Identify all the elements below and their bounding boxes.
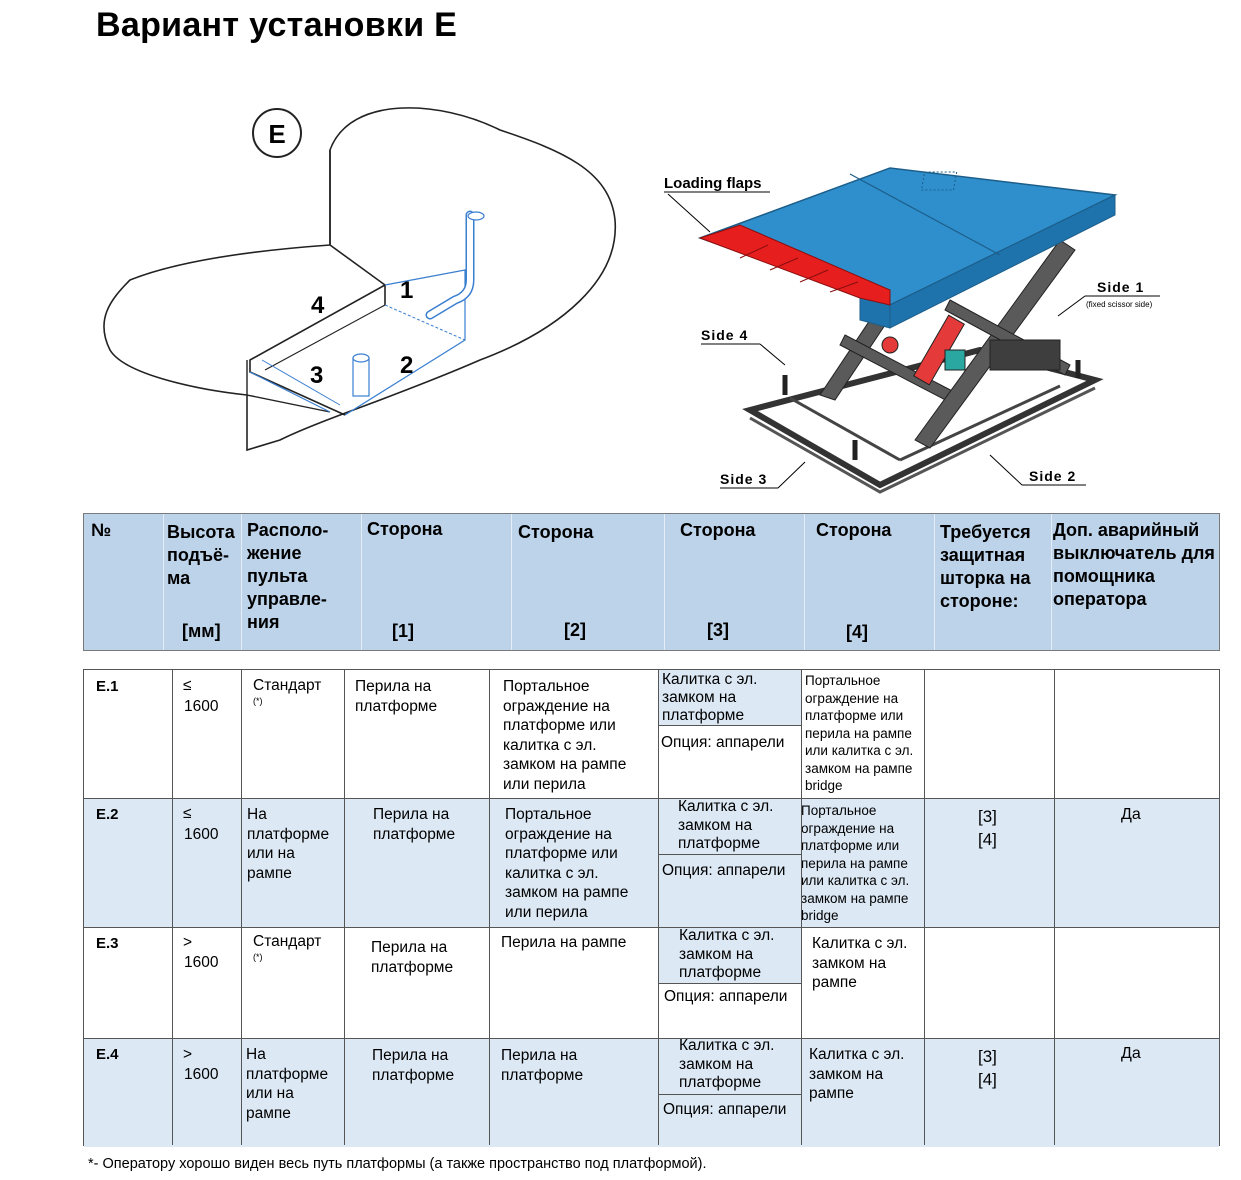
header-height: Высота подъё-ма (167, 522, 235, 588)
row-side1: Перила на платформе (372, 1047, 455, 1084)
row-side3-top: Калитка с эл. замком на платформе (678, 798, 774, 852)
row-side4: Портальное ограждение на платформе или п… (805, 673, 914, 793)
row-shutter-b: [4] (978, 830, 997, 849)
variants-table: E.1 ≤ 1600 Стандарт(*) Перила на платфор… (83, 669, 1220, 1147)
row-height-cmp: ≤ (183, 805, 192, 822)
row-position: На платформе или на рампе (246, 1046, 329, 1122)
row-height-cmp: > (183, 934, 193, 951)
variant-circle-label: E (268, 119, 285, 149)
row-height: 1600 (184, 1066, 219, 1083)
row-side2: Портальное ограждение на платформе или к… (505, 806, 629, 921)
row-side1: Перила на платформе (371, 939, 454, 976)
row-side2: Перила на рампе (501, 934, 627, 951)
variant-circle (252, 108, 302, 158)
page-title: Вариант установки E (96, 6, 458, 44)
header-height-unit: [мм] (182, 621, 221, 641)
row-height: 1600 (184, 698, 219, 715)
row-position: Стандарт(*) (253, 932, 321, 971)
header-side4-index: [4] (846, 622, 868, 642)
row-height-cmp: ≤ (183, 677, 192, 694)
label-loading-flaps: Loading flaps (664, 175, 762, 192)
label-side-2: Side 2 (1029, 468, 1076, 484)
side-number-2: 2 (400, 352, 413, 379)
row-id: E.2 (96, 806, 119, 823)
header-side3: Сторона (680, 520, 756, 540)
pit-outline (103, 107, 616, 452)
row-position: Стандарт(*) (253, 676, 321, 715)
side-number-4: 4 (311, 292, 325, 319)
row-position-mark: (*) (253, 695, 263, 706)
table-row: E.1 ≤ 1600 Стандарт(*) Перила на платфор… (84, 670, 1219, 799)
row-height: 1600 (184, 954, 219, 971)
row-id: E.4 (96, 1046, 119, 1063)
table-header: № Высота подъё-ма [мм] Располо-жение пул… (83, 513, 1220, 651)
header-side1: Сторона (367, 519, 443, 539)
row-side3-top: Калитка с эл. замком на платформе (662, 671, 758, 724)
row-id: E.1 (96, 678, 119, 695)
loading-flaps (698, 224, 891, 306)
row-position-mark: (*) (253, 951, 263, 962)
row-side2: Перила на платформе (501, 1047, 584, 1084)
row-estop: Да (1121, 1045, 1141, 1062)
row-position-text: Стандарт (253, 933, 322, 950)
row-height: 1600 (184, 826, 219, 843)
row-side2: Портальное ограждение на платформе или к… (503, 678, 627, 793)
header-side4: Сторона (816, 520, 892, 540)
label-side-4: Side 4 (701, 327, 748, 343)
side-number-3: 3 (310, 362, 323, 389)
header-estop: Доп. аварийный выключатель для помощника… (1053, 520, 1215, 609)
row-id: E.3 (96, 935, 119, 952)
row-height-cmp: > (183, 1046, 193, 1063)
row-position-text: Стандарт (253, 677, 322, 694)
pipe-vertical (352, 357, 370, 397)
header-side1-index: [1] (392, 621, 414, 641)
row-side1: Перила на платформе (373, 806, 456, 843)
row-position: На платформе или на рампе (247, 806, 330, 882)
table-row: E.4 > 1600 На платформе или на рампе Пер… (84, 1037, 1219, 1147)
row-side4: Калитка с эл. замком на рампе (812, 935, 908, 991)
row-side3-top: Калитка с эл. замком на платформе (679, 927, 775, 981)
row-shutter-a: [3] (978, 807, 997, 826)
row-side3-bottom: Опция: аппарели (661, 734, 785, 751)
header-side2: Сторона (518, 522, 594, 542)
installation-diagram: E 1 2 3 4 (103, 107, 616, 452)
row-side3-bottom: Опция: аппарели (664, 988, 788, 1005)
label-side-1-note: (fixed scissor side) (1086, 300, 1153, 309)
header-shutter: Требуется защитная шторка на стороне: (940, 522, 1031, 611)
table-row: E.2 ≤ 1600 На платформе или на рампе Пер… (84, 798, 1219, 928)
footnote: *- Оператору хорошо виден весь путь плат… (88, 1156, 707, 1172)
row-side4: Калитка с эл. замком на рампе (809, 1046, 905, 1102)
row-shutter-b: [4] (978, 1070, 997, 1089)
label-side-1: Side 1 (1097, 279, 1144, 295)
row-shutter-a: [3] (978, 1047, 997, 1066)
header-side2-index: [2] (564, 620, 586, 640)
row-side1: Перила на платформе (355, 678, 438, 715)
row-side4: Портальное ограждение на платформе или п… (801, 803, 910, 923)
row-side3-bottom: Опция: аппарели (663, 1101, 787, 1118)
header-side3-index: [3] (707, 620, 729, 640)
label-side-3: Side 3 (720, 471, 767, 487)
lift-table-diagram: Loading flaps Side 1 (fixed scissor side… (664, 167, 1160, 494)
header-position: Располо-жение пульта управле-ния (247, 520, 329, 632)
header-no: № (91, 520, 112, 540)
row-side3-bottom: Опция: аппарели (662, 862, 786, 879)
table-row: E.3 > 1600 Стандарт(*) Перила на платфор… (84, 927, 1219, 1039)
row-side3-top: Калитка с эл. замком на платформе (679, 1037, 775, 1091)
side-number-1: 1 (400, 277, 413, 304)
row-estop: Да (1121, 806, 1141, 823)
